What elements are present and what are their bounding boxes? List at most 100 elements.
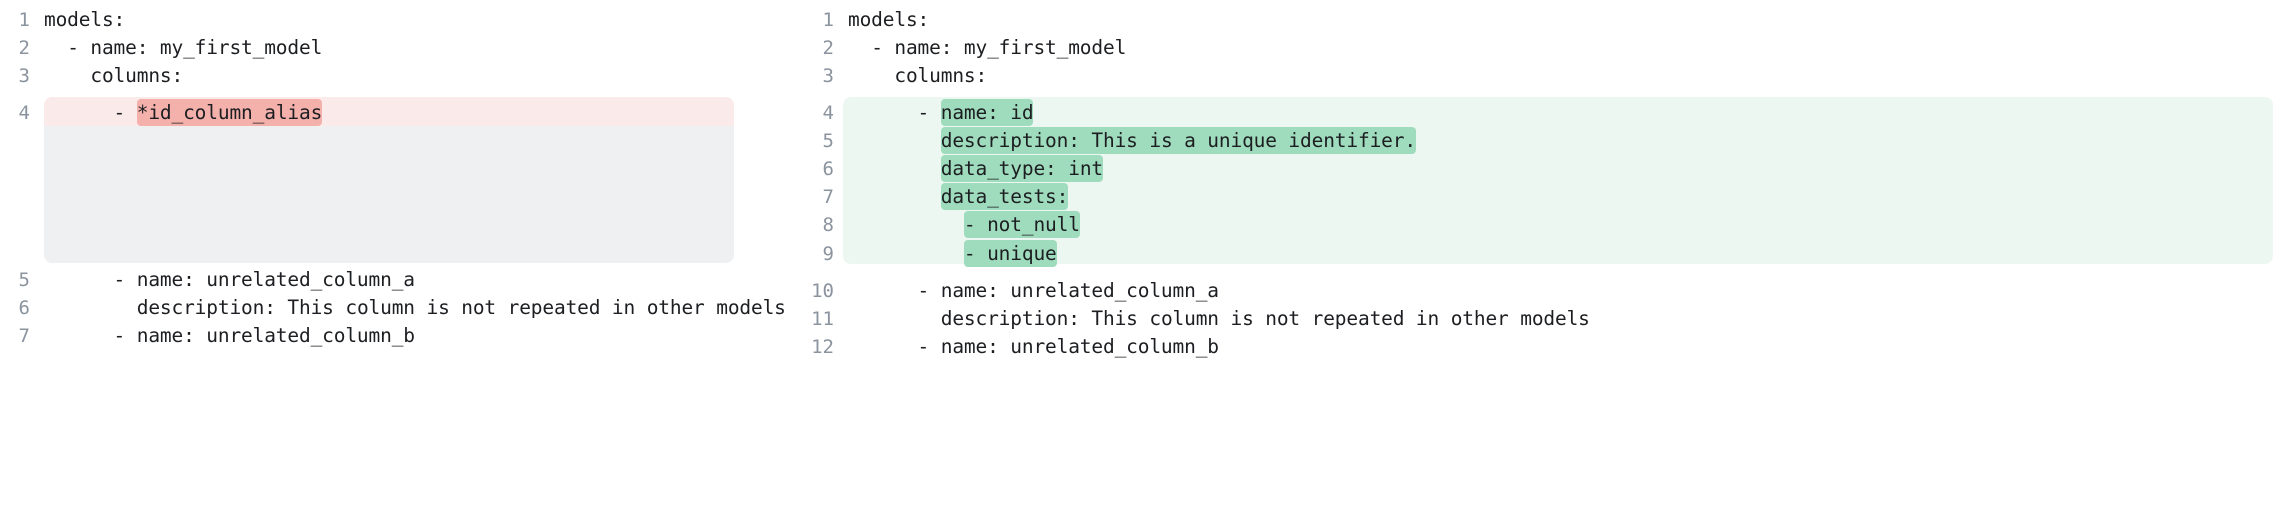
line-text: - name: my_first_model [871, 36, 1127, 60]
line-indent [44, 324, 114, 347]
line-indent [848, 335, 918, 358]
line-content: models: [30, 6, 125, 34]
line-number: 6 [18, 296, 30, 319]
line-text: columns: [90, 64, 184, 88]
added-token: data_tests: [940, 183, 1069, 211]
code-row[interactable]: 1 models: [0, 6, 800, 34]
deleted-token: *id_column_alias [136, 98, 323, 126]
line-indent [848, 242, 964, 265]
code-lines-before: 1 models: 2 - name: my_first_model 3 col… [0, 6, 800, 350]
line-indent [44, 296, 137, 319]
code-row-added[interactable]: 5 description: This is a unique identifi… [800, 126, 2278, 155]
line-content: description: This is a unique identifier… [834, 126, 1416, 155]
line-indent [848, 185, 941, 208]
added-token: description: This is a unique identifier… [940, 126, 1416, 154]
code-row-added[interactable]: 4 - name: id [800, 98, 2278, 127]
line-content: - name: unrelated_column_a [30, 266, 415, 294]
line-content: - name: my_first_model [834, 34, 1126, 62]
code-row[interactable]: 7 - name: unrelated_column_b [0, 322, 800, 350]
line-content: data_type: int [834, 154, 1103, 183]
line-text: - [113, 100, 137, 124]
line-content: models: [834, 6, 929, 34]
code-row-added[interactable]: 6 data_type: int [800, 154, 2278, 183]
code-row[interactable]: 2 - name: my_first_model [800, 34, 2278, 62]
line-content: - name: my_first_model [30, 34, 322, 62]
code-row[interactable]: 2 - name: my_first_model [0, 34, 800, 62]
line-text: - name: unrelated_column_a [917, 278, 1219, 302]
code-row[interactable]: 12 - name: unrelated_column_b [800, 333, 2278, 361]
code-lines-after: 1 models: 2 - name: my_first_model 3 col… [800, 6, 2278, 361]
line-text: - name: unrelated_column_b [917, 335, 1219, 359]
line-content: - *id_column_alias [30, 98, 323, 127]
code-row[interactable]: 6 description: This column is not repeat… [0, 294, 800, 322]
code-row[interactable]: 3 columns: [800, 62, 2278, 90]
line-number: 8 [822, 214, 834, 237]
code-row-added[interactable]: 8 - not_null [800, 211, 2278, 239]
line-text: description: This column is not repeated… [940, 306, 1590, 330]
line-number: 12 [811, 336, 834, 359]
line-number: 1 [18, 9, 30, 31]
line-indent [848, 307, 941, 330]
line-indent [44, 36, 67, 59]
line-content: - name: id [834, 98, 1034, 127]
line-indent [848, 36, 871, 59]
line-number: 6 [822, 157, 834, 180]
code-row-deleted[interactable]: 4 - *id_column_alias [0, 98, 800, 127]
line-text: models: [848, 8, 930, 31]
line-indent [44, 64, 90, 87]
line-content: - name: unrelated_column_b [30, 322, 415, 350]
line-number: 3 [822, 65, 834, 88]
line-text: - name: unrelated_column_a [113, 267, 415, 291]
line-number: 11 [811, 307, 834, 330]
line-content: columns: [30, 62, 183, 90]
code-row[interactable]: 5 - name: unrelated_column_a [0, 266, 800, 294]
line-content: - unique [834, 239, 1057, 268]
line-indent [848, 213, 964, 236]
line-content: data_tests: [834, 183, 1068, 211]
line-text: - name: my_first_model [67, 36, 323, 60]
line-number: 2 [18, 37, 30, 60]
line-number: 10 [811, 279, 834, 302]
line-content: - name: unrelated_column_b [834, 333, 1219, 361]
line-number: 4 [822, 101, 834, 124]
diff-pane-before: 1 models: 2 - name: my_first_model 3 col… [0, 0, 800, 528]
code-row[interactable]: 10 - name: unrelated_column_a [800, 277, 2278, 305]
line-content: description: This column is not repeated… [30, 294, 786, 322]
line-text: models: [44, 8, 126, 31]
code-row[interactable]: 3 columns: [0, 62, 800, 90]
line-number: 9 [822, 242, 834, 265]
line-text: columns: [894, 64, 988, 88]
code-row[interactable]: 11 description: This column is not repea… [800, 305, 2278, 333]
line-content: - name: unrelated_column_a [834, 277, 1219, 305]
line-number: 2 [822, 37, 834, 60]
line-text: description: This column is not repeated… [136, 295, 786, 319]
diff-pane-after: 1 models: 2 - name: my_first_model 3 col… [800, 0, 2278, 528]
code-row-added[interactable]: 9 - unique [800, 239, 2278, 268]
line-indent [848, 101, 918, 124]
code-row[interactable]: 1 models: [800, 6, 2278, 34]
line-indent [848, 64, 894, 87]
line-number: 4 [18, 101, 30, 124]
line-indent [848, 279, 918, 302]
line-number: 1 [822, 9, 834, 31]
line-content: columns: [834, 62, 987, 90]
line-number: 7 [822, 186, 834, 209]
line-indent [44, 268, 114, 291]
line-indent [44, 101, 114, 124]
line-number: 5 [822, 129, 834, 152]
added-token: - not_null [963, 211, 1080, 239]
code-row-added[interactable]: 7 data_tests: [800, 183, 2278, 211]
line-number: 5 [18, 268, 30, 291]
line-indent [848, 129, 941, 152]
row-gap [800, 268, 2278, 277]
line-content: - not_null [834, 211, 1080, 239]
line-number: 7 [18, 325, 30, 348]
added-token: data_type: int [940, 154, 1103, 182]
line-indent [848, 157, 941, 180]
removed-lines-placeholder-block [44, 126, 734, 263]
line-content: description: This column is not repeated… [834, 305, 1590, 333]
line-number: 3 [18, 65, 30, 88]
added-token: - unique [963, 239, 1057, 267]
added-token: name: id [940, 98, 1034, 126]
